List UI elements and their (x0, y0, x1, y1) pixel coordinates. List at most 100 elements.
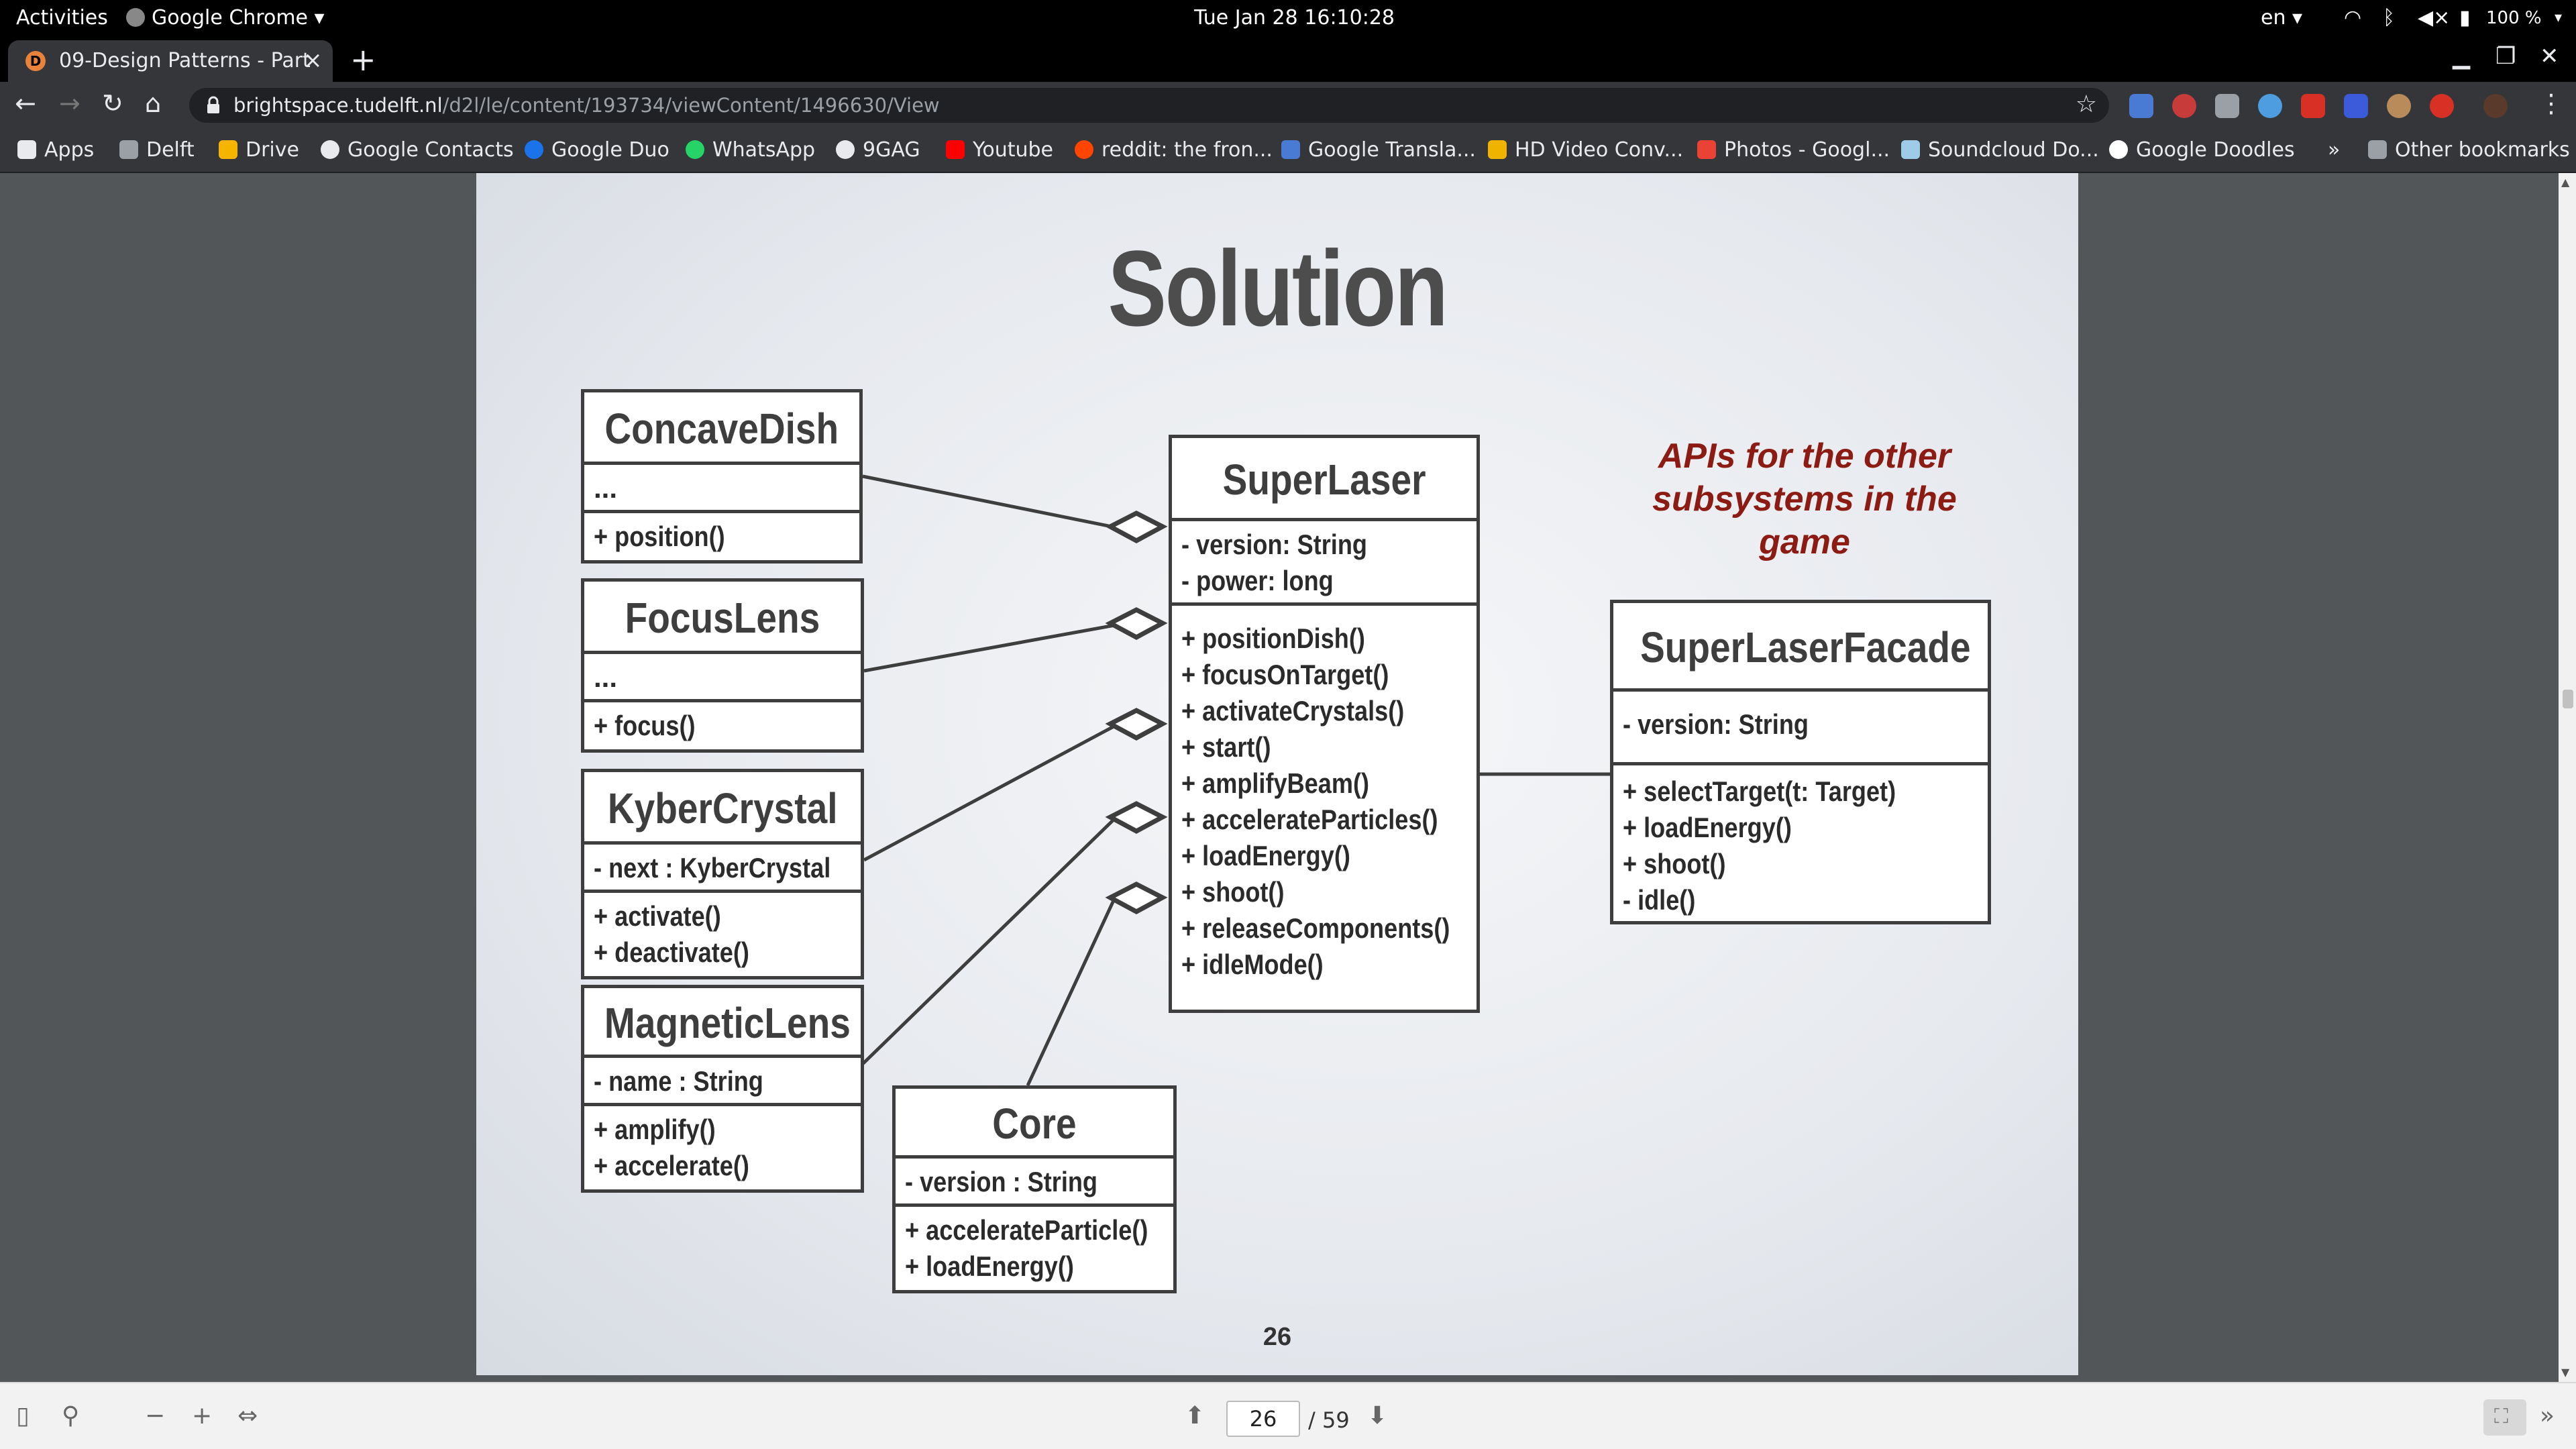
duo-icon (525, 140, 543, 159)
operation: + position() (594, 521, 725, 552)
attribute: - power: long (1181, 565, 1334, 596)
operation: + idleMode() (1181, 949, 1324, 980)
system-top-bar: Activities Google Chrome ▾ Tue Jan 28 16… (0, 0, 2576, 36)
extension-cookie-icon[interactable] (2387, 94, 2411, 118)
profile-avatar[interactable] (2483, 94, 2508, 118)
class-operations: + amplify() + accelerate() (584, 1106, 861, 1189)
scroll-up-icon[interactable]: ▲ (2561, 176, 2570, 189)
bookmark-google-translate[interactable]: Google Transla... (1281, 138, 1476, 162)
wifi-icon[interactable]: ◠ (2344, 6, 2362, 30)
other-bookmarks[interactable]: Other bookmarks (2368, 138, 2570, 162)
bookmark-label: Apps (44, 138, 95, 162)
home-icon[interactable]: ⌂ (145, 89, 162, 118)
chrome-menu-icon[interactable]: ⋮ (2538, 89, 2564, 118)
system-menu-arrow-icon[interactable]: ▾ (2555, 9, 2563, 26)
bookmark-9gag[interactable]: 9GAG (836, 138, 920, 162)
class-name: ConcaveDish (584, 392, 859, 465)
aggregation-diamond (1105, 511, 1168, 543)
vertical-scrollbar[interactable]: ▲ ▼ (2559, 173, 2576, 1382)
bookmark-label: 9GAG (863, 138, 920, 162)
bookmark-delft[interactable]: Delft (119, 138, 195, 162)
bookmark-star-icon[interactable]: ☆ (2075, 91, 2097, 118)
pdf-viewer[interactable]: Solution ConcaveDish ... + posit (0, 173, 2576, 1382)
operation: + amplifyBeam() (1181, 767, 1370, 799)
app-menu[interactable]: Google Chrome ▾ (126, 6, 325, 30)
class-attributes: - version : String (896, 1159, 1173, 1207)
uml-connectors (861, 474, 1611, 1087)
bookmark-drive[interactable]: Drive (219, 138, 299, 162)
page-number-input[interactable]: 26 (1226, 1401, 1300, 1437)
extension-shield-icon[interactable] (2430, 94, 2454, 118)
minimize-icon[interactable]: ▁ (2453, 43, 2471, 70)
reload-icon[interactable]: ↻ (102, 89, 123, 118)
operation: + amplify() (594, 1114, 716, 1145)
bookmark-google-contacts[interactable]: Google Contacts (321, 138, 514, 162)
bookmark-reddit[interactable]: reddit: the fron... (1075, 138, 1273, 162)
bookmark-label: Delft (146, 138, 195, 162)
address-bar[interactable]: brightspace.tudelft.nl/d2l/le/content/19… (189, 88, 2109, 123)
clock[interactable]: Tue Jan 28 16:10:28 (1194, 6, 1395, 30)
bookmark-google-photos[interactable]: Photos - Googl... (1697, 138, 1890, 162)
volume-muted-icon[interactable]: ◀× (2418, 6, 2451, 30)
uml-class-kyber-crystal: KyberCrystal - next : KyberCrystal + act… (581, 769, 864, 979)
zoom-in-icon[interactable]: + (192, 1402, 213, 1430)
scroll-down-icon[interactable]: ▼ (2561, 1366, 2570, 1379)
language-indicator[interactable]: en ▾ (2261, 6, 2302, 30)
more-tools-icon[interactable]: » (2540, 1402, 2555, 1430)
class-attributes: - version: String - power: long (1172, 521, 1477, 606)
class-operations: + focus() (584, 702, 861, 749)
google-icon (2109, 140, 2128, 159)
restore-icon[interactable]: ❐ (2496, 43, 2516, 70)
bookmark-label: Drive (246, 138, 299, 162)
page-total: / 59 (1308, 1407, 1350, 1433)
next-page-icon[interactable]: ⬇ (1367, 1402, 1388, 1430)
class-attributes: - name : String (584, 1058, 861, 1106)
battery-icon[interactable]: ▮ (2459, 6, 2471, 30)
zoom-out-icon[interactable]: − (145, 1402, 166, 1430)
bookmark-hd-video-conv[interactable]: HD Video Conv... (1488, 138, 1683, 162)
bookmark-google-doodles[interactable]: Google Doodles (2109, 138, 2295, 162)
close-window-icon[interactable]: ✕ (2540, 43, 2559, 70)
reddit-icon (1075, 140, 1093, 159)
bookmark-soundcloud[interactable]: Soundcloud Do... (1901, 138, 2099, 162)
association-line (1026, 896, 1117, 1087)
youtube-extension-icon[interactable] (2301, 94, 2325, 118)
class-operations: + position() (584, 513, 859, 560)
bookmark-whatsapp[interactable]: WhatsApp (686, 138, 815, 162)
fit-width-icon[interactable]: ⇔ (237, 1402, 258, 1430)
bookmark-google-duo[interactable]: Google Duo (525, 138, 669, 162)
bookmark-youtube[interactable]: Youtube (946, 138, 1053, 162)
class-name-text: MagneticLens (604, 999, 851, 1047)
bookmarks-overflow-button[interactable]: » (2328, 138, 2341, 162)
sidebar-toggle-icon[interactable]: ▯ (16, 1402, 30, 1430)
activities-button[interactable]: Activities (16, 6, 108, 30)
bookmark-label: Google Duo (551, 138, 669, 162)
class-name-text: KyberCrystal (607, 784, 838, 833)
forward-icon[interactable]: → (59, 89, 80, 118)
bookmark-apps[interactable]: Apps (17, 138, 94, 162)
class-name: MagneticLens (584, 988, 861, 1058)
new-tab-icon[interactable]: + (350, 42, 376, 78)
extension-blue-icon[interactable] (2258, 94, 2282, 118)
language-label: en (2261, 6, 2286, 30)
search-icon[interactable]: ⚲ (62, 1402, 80, 1430)
operation: + shoot() (1181, 876, 1285, 908)
operation: + positionDish() (1181, 623, 1365, 654)
google-translate-extension-icon[interactable] (2129, 94, 2153, 118)
previous-page-icon[interactable]: ⬆ (1185, 1402, 1205, 1430)
close-tab-icon[interactable]: × (303, 47, 323, 74)
scrollbar-thumb[interactable] (2563, 690, 2573, 708)
fullscreen-button[interactable]: ⛶ (2483, 1399, 2526, 1436)
tab-design-patterns[interactable]: D 09-Design Patterns - Part × (8, 40, 333, 82)
class-operations: + accelerateParticle() + loadEnergy() (896, 1207, 1173, 1290)
bluetooth-icon[interactable]: ᛒ (2383, 6, 2395, 30)
extension-red-icon[interactable] (2172, 94, 2196, 118)
camera-extension-icon[interactable] (2215, 94, 2239, 118)
extension-f-icon[interactable] (2344, 94, 2368, 118)
operation: + accelerateParticle() (905, 1214, 1148, 1246)
drive-icon (219, 140, 237, 159)
lock-icon (207, 96, 219, 113)
aggregation-diamond (1105, 881, 1168, 914)
back-icon[interactable]: ← (15, 89, 36, 118)
folder-icon (119, 140, 138, 159)
